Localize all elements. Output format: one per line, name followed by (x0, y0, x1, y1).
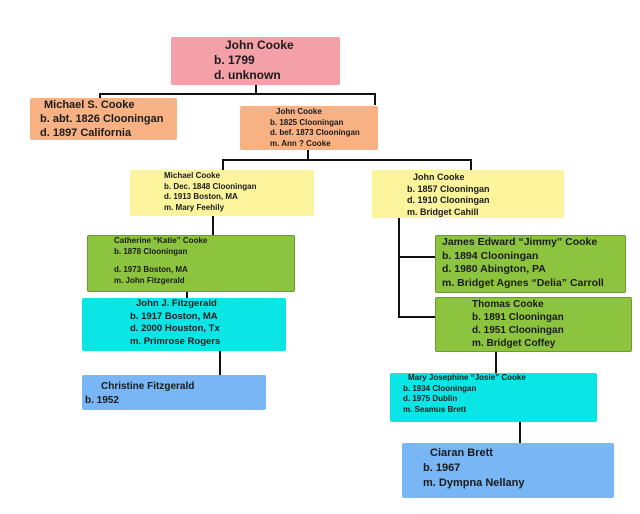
death-info: d. 1975 Dublin (403, 394, 458, 403)
person-name: Thomas Cooke (472, 299, 544, 310)
connector-line (398, 316, 436, 318)
connector-line (222, 159, 472, 161)
connector-line (186, 292, 188, 299)
birth-info: b. Dec. 1848 Clooningan (164, 181, 257, 191)
person-name: Mary Josephine “Josie” Cooke (408, 373, 526, 382)
death-info: d. 1973 Boston, MA (114, 265, 188, 274)
death-info: d. unknown (214, 68, 281, 82)
person-name: Michael Cooke (164, 171, 221, 180)
death-info: d. 1951 Clooningan (472, 325, 564, 336)
marriage-info: m. Mary Feehily (164, 202, 225, 212)
person-box-ciaran-brett: Ciaran Brett b. 1967 m. Dympna Nellany (402, 443, 614, 498)
person-box-john-cooke-1857: John Cooke b. 1857 Clooningan d. 1910 Cl… (372, 170, 564, 218)
person-name: John J. Fitzgerald (136, 298, 217, 309)
birth-info: b. 1825 Clooningan (270, 117, 344, 127)
birth-info: b. 1799 (214, 53, 255, 67)
person-box-catherine-cooke: Catherine “Katie” Cooke b. 1878 Clooning… (87, 235, 295, 292)
person-box-john-cooke-1825: John Cooke b. 1825 Clooningan d. bef. 18… (240, 106, 378, 150)
birth-info: b. abt. 1826 Clooningan (40, 113, 164, 125)
birth-info: b. 1857 Clooningan (407, 183, 490, 194)
person-box-john-j-fitzgerald: John J. Fitzgerald b. 1917 Boston, MA d.… (82, 298, 286, 351)
person-box-christine-fitzgerald: Christine Fitzgerald b. 1952 (82, 375, 266, 410)
death-info: d. 1910 Clooningan (407, 195, 490, 205)
person-name: John Cooke (276, 107, 322, 116)
person-name: Michael S. Cooke (44, 99, 135, 111)
death-info: d. 1897 California (40, 127, 132, 139)
death-info: d. 2000 Houston, Tx (130, 323, 220, 334)
birth-info: b. 1934 Clooningan (403, 383, 477, 393)
birth-info: b. 1891 Clooningan (472, 312, 564, 323)
marriage-info: m. Primrose Rogers (130, 335, 221, 347)
death-info: d. bef. 1873 Clooningan (270, 128, 360, 137)
birth-info: b. 1894 Clooningan (442, 249, 539, 262)
person-name: Catherine “Katie” Cooke (114, 236, 208, 245)
connector-line (374, 93, 376, 105)
birth-info: b. 1967 (423, 462, 461, 474)
person-box-john-cooke-1799: John Cooke b. 1799 d. unknown (171, 37, 340, 85)
connector-line (398, 218, 400, 318)
person-name: John Cooke (413, 172, 465, 182)
person-name: Christine Fitzgerald (101, 381, 195, 392)
marriage-info: m. Bridget Coffey (472, 338, 556, 349)
person-box-mary-josephine-cooke: Mary Josephine “Josie” Cooke b. 1934 Clo… (390, 373, 597, 422)
marriage-info: m. Ann ? Cooke (270, 138, 331, 148)
marriage-info: m. Bridget Cahill (407, 206, 479, 217)
connector-line (398, 256, 436, 258)
person-box-james-edward-cooke: James Edward “Jimmy” Cooke b. 1894 Cloon… (435, 235, 626, 293)
marriage-info: m. John Fitzgerald (114, 275, 185, 285)
birth-info: b. 1878 Clooningan (114, 246, 188, 256)
death-info: d. 1913 Boston, MA (164, 192, 238, 201)
person-box-michael-s-cooke: Michael S. Cooke b. abt. 1826 Clooningan… (30, 98, 177, 140)
person-name: James Edward “Jimmy” Cooke (442, 236, 598, 248)
connector-line (519, 421, 521, 443)
person-name: Ciaran Brett (430, 447, 493, 459)
birth-info: b. 1917 Boston, MA (130, 310, 218, 322)
connector-line (255, 84, 257, 93)
death-info: d. 1980 Abington, PA (442, 263, 546, 275)
person-box-michael-cooke-1848: Michael Cooke b. Dec. 1848 Clooningan d.… (130, 170, 314, 216)
birth-info: b. 1952 (85, 395, 119, 406)
connector-line (307, 150, 309, 160)
person-name: John Cooke (225, 38, 294, 52)
connector-line (470, 159, 472, 171)
marriage-info: m. Seamus Brett (403, 404, 467, 414)
connector-line (219, 350, 221, 375)
connector-line (99, 93, 376, 95)
connector-line (222, 159, 224, 171)
connector-line (495, 352, 497, 374)
marriage-info: m. Bridget Agnes “Delia” Carroll (442, 276, 604, 289)
person-box-thomas-cooke: Thomas Cooke b. 1891 Clooningan d. 1951 … (435, 297, 632, 352)
connector-line (212, 216, 214, 236)
marriage-info: m. Dympna Nellany (423, 477, 525, 489)
connector-line (99, 93, 101, 98)
